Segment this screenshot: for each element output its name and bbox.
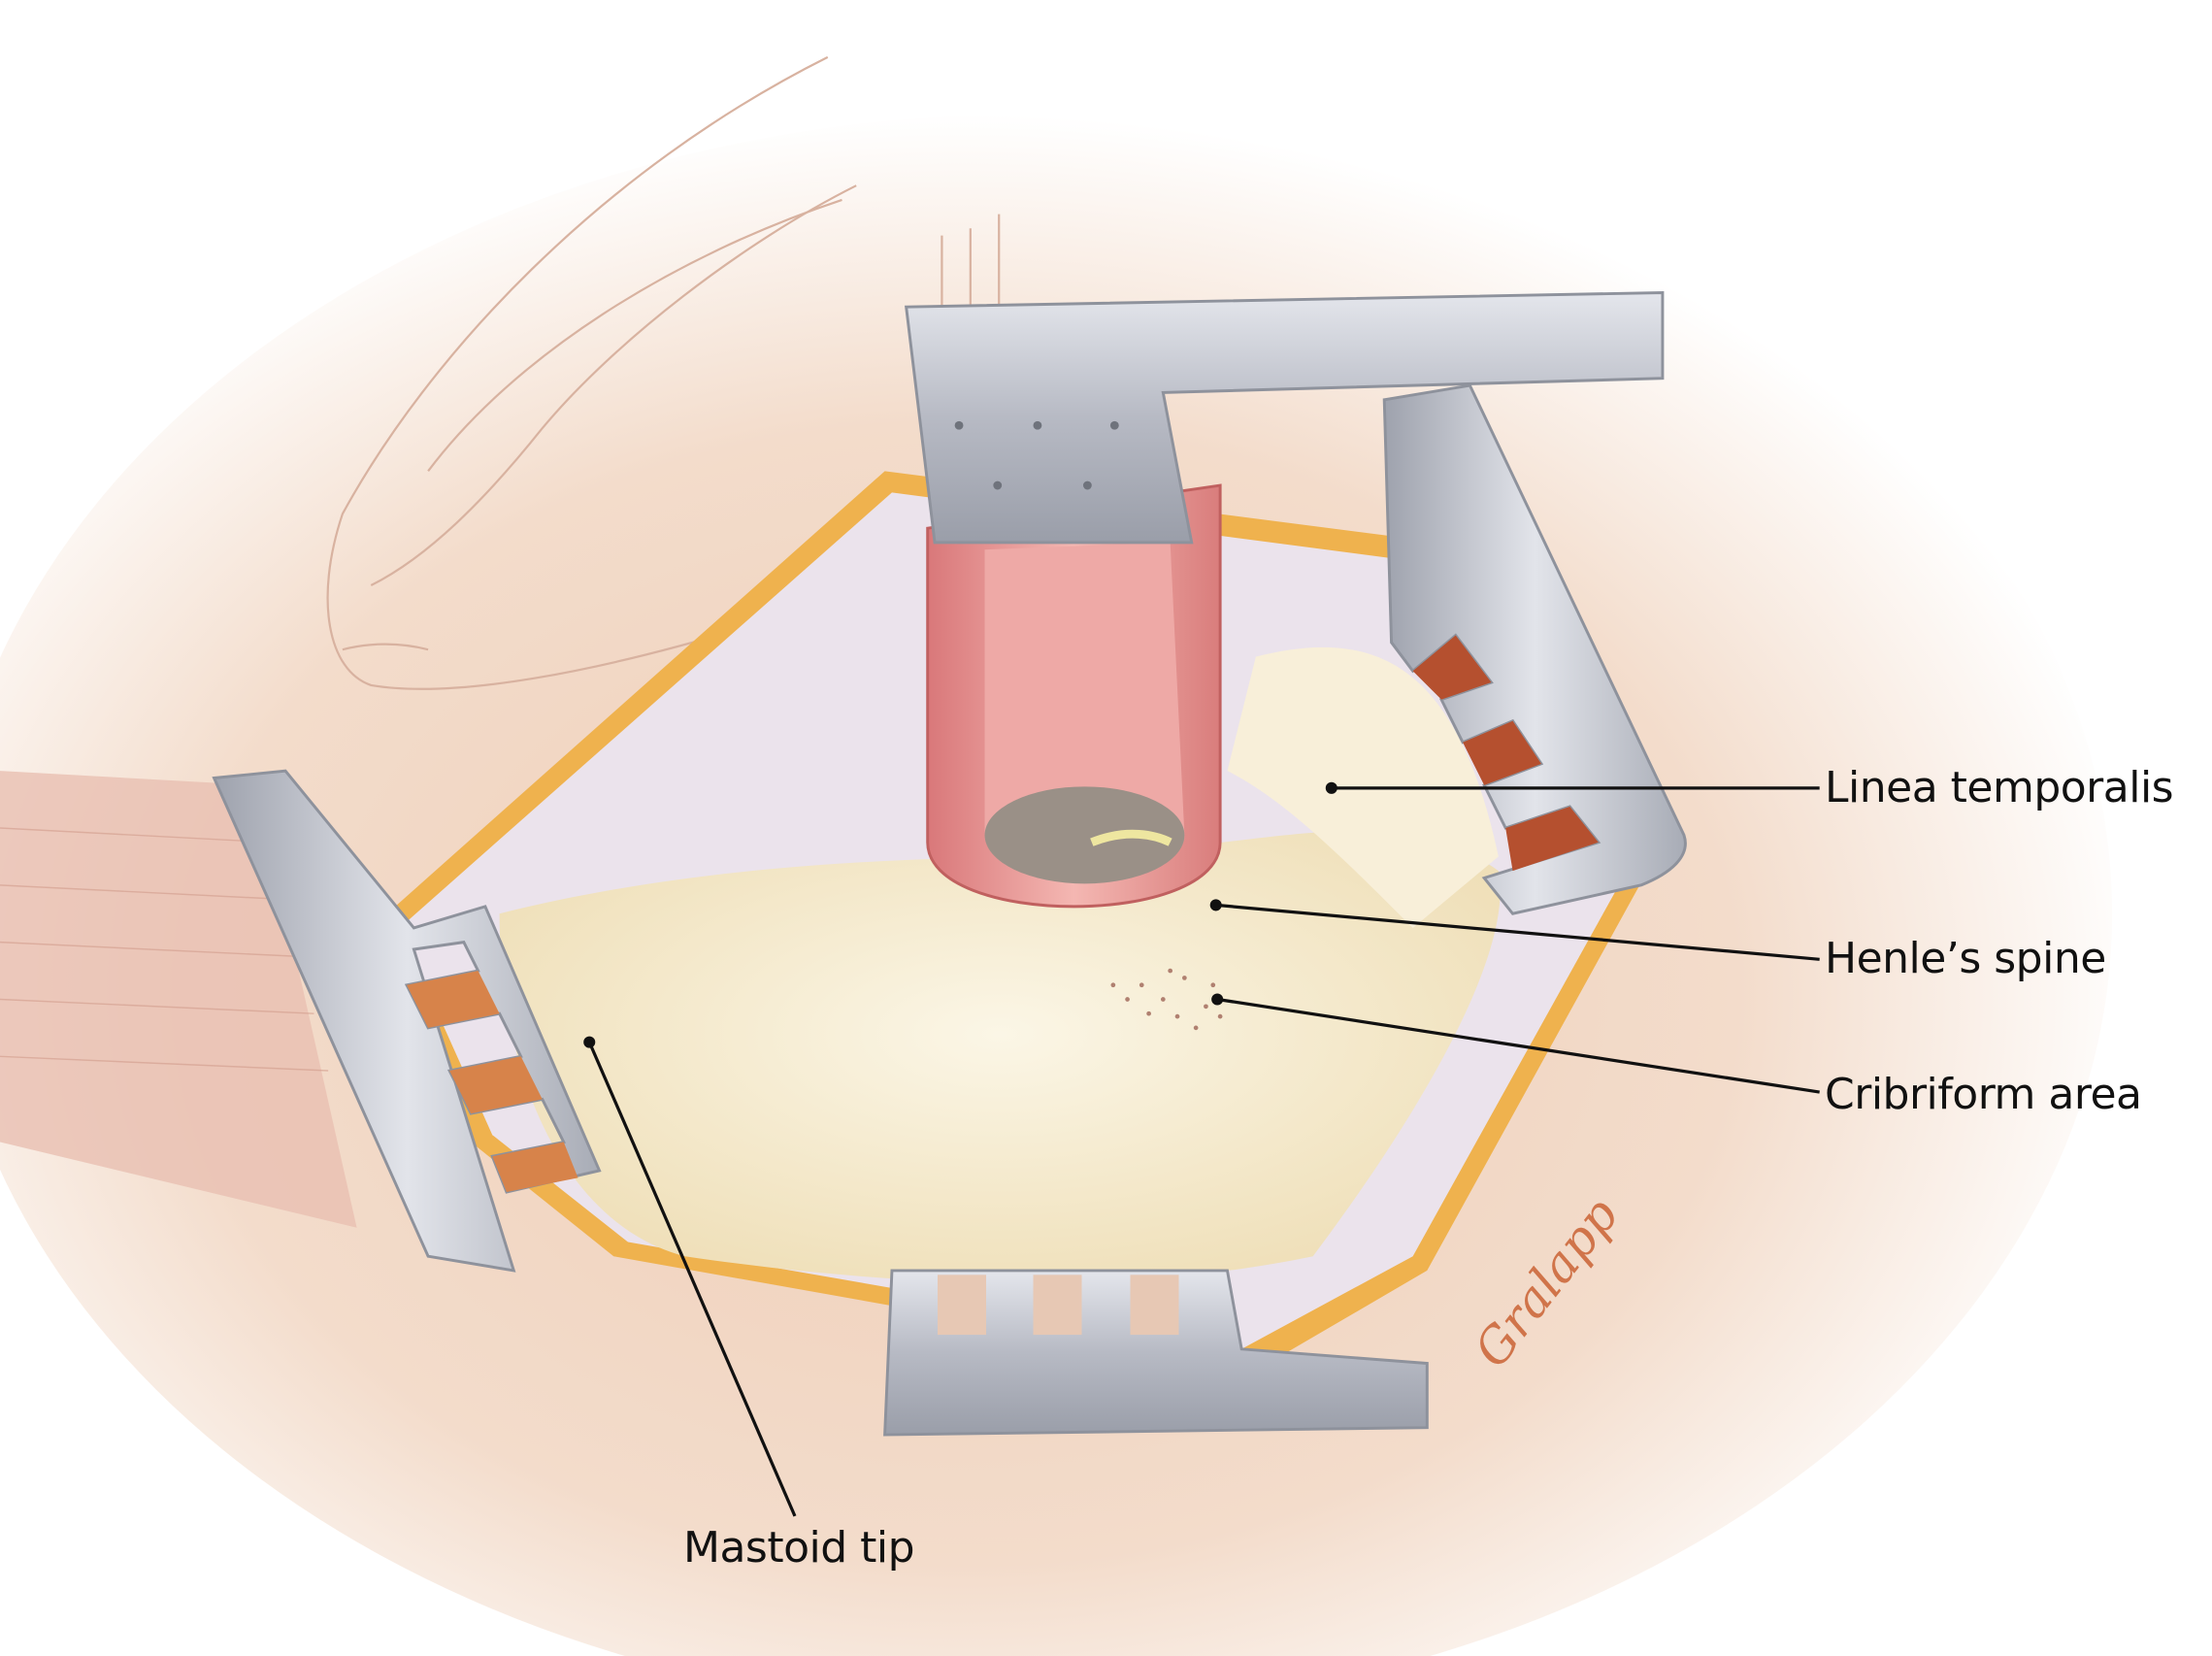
leader-lines [583, 781, 1820, 1517]
label-linea-temporalis: Linea temporalis [1825, 763, 2174, 812]
mastoid-bone [499, 830, 1501, 1283]
leader-henles-spine [1215, 903, 1820, 961]
label-henles-spine: Henle’s spine [1825, 934, 2106, 983]
left-retractor [212, 769, 602, 1273]
cribriform-dots [1110, 968, 1223, 1031]
auricle-sketch [326, 55, 1001, 690]
right-retractor [1382, 383, 1687, 915]
label-cribriform-area: Cribriform area [1825, 1070, 2142, 1119]
leader-cribriform-area [1216, 997, 1820, 1094]
leader-mastoid-tip [587, 1041, 797, 1517]
label-mastoid-tip: Mastoid tip [683, 1523, 915, 1573]
top-retractor [904, 290, 1665, 545]
ear-speculum [926, 483, 1222, 909]
bottom-retractor [883, 1269, 1429, 1437]
